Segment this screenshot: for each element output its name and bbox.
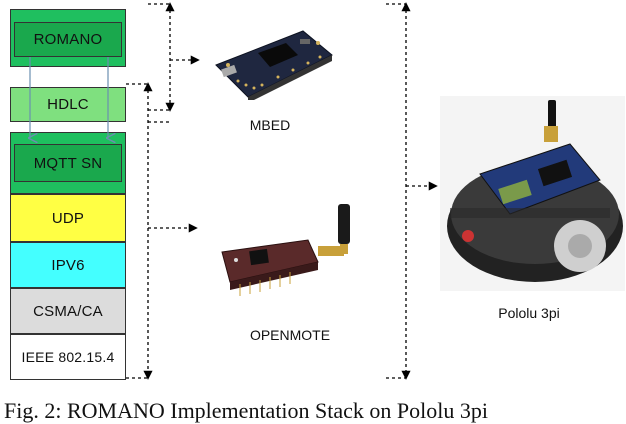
right-bracket [386, 2, 438, 380]
pololu-label: Pololu 3pi [498, 305, 560, 321]
layer-ieee: IEEE 802.15.4 [10, 334, 126, 380]
layer-hdlc: HDLC [10, 87, 126, 122]
mbed-board-photo [215, 30, 333, 100]
top-bracket [148, 2, 200, 112]
pololu-robot-photo [440, 96, 625, 291]
layer-ipv6: IPV6 [10, 242, 126, 288]
openmote-board-photo [221, 204, 350, 296]
layer-udp: UDP [10, 194, 126, 242]
layer-ipv6-label: IPV6 [51, 256, 85, 274]
layer-romano-label: ROMANO [33, 31, 103, 48]
mbed-label: MBED [249, 117, 291, 133]
openmote-label: OPENMOTE [249, 327, 331, 343]
romano-to-mqtt-links [30, 57, 108, 138]
layer-ieee-label: IEEE 802.15.4 [21, 349, 115, 365]
layer-hdlc-label: HDLC [47, 96, 89, 113]
layer-csma-ca: CSMA/CA [10, 288, 126, 334]
lower-bracket [126, 82, 198, 380]
figure-caption: Fig. 2: ROMANO Implementation Stack on P… [4, 398, 488, 423]
layer-romano: ROMANO [14, 22, 122, 57]
layer-udp-label: UDP [51, 209, 85, 227]
connectors-overlay [0, 2, 438, 380]
layer-csma-ca-label: CSMA/CA [33, 302, 103, 320]
layer-mqtt-sn-label: MQTT SN [33, 154, 103, 172]
layer-mqtt-sn: MQTT SN [14, 144, 122, 182]
